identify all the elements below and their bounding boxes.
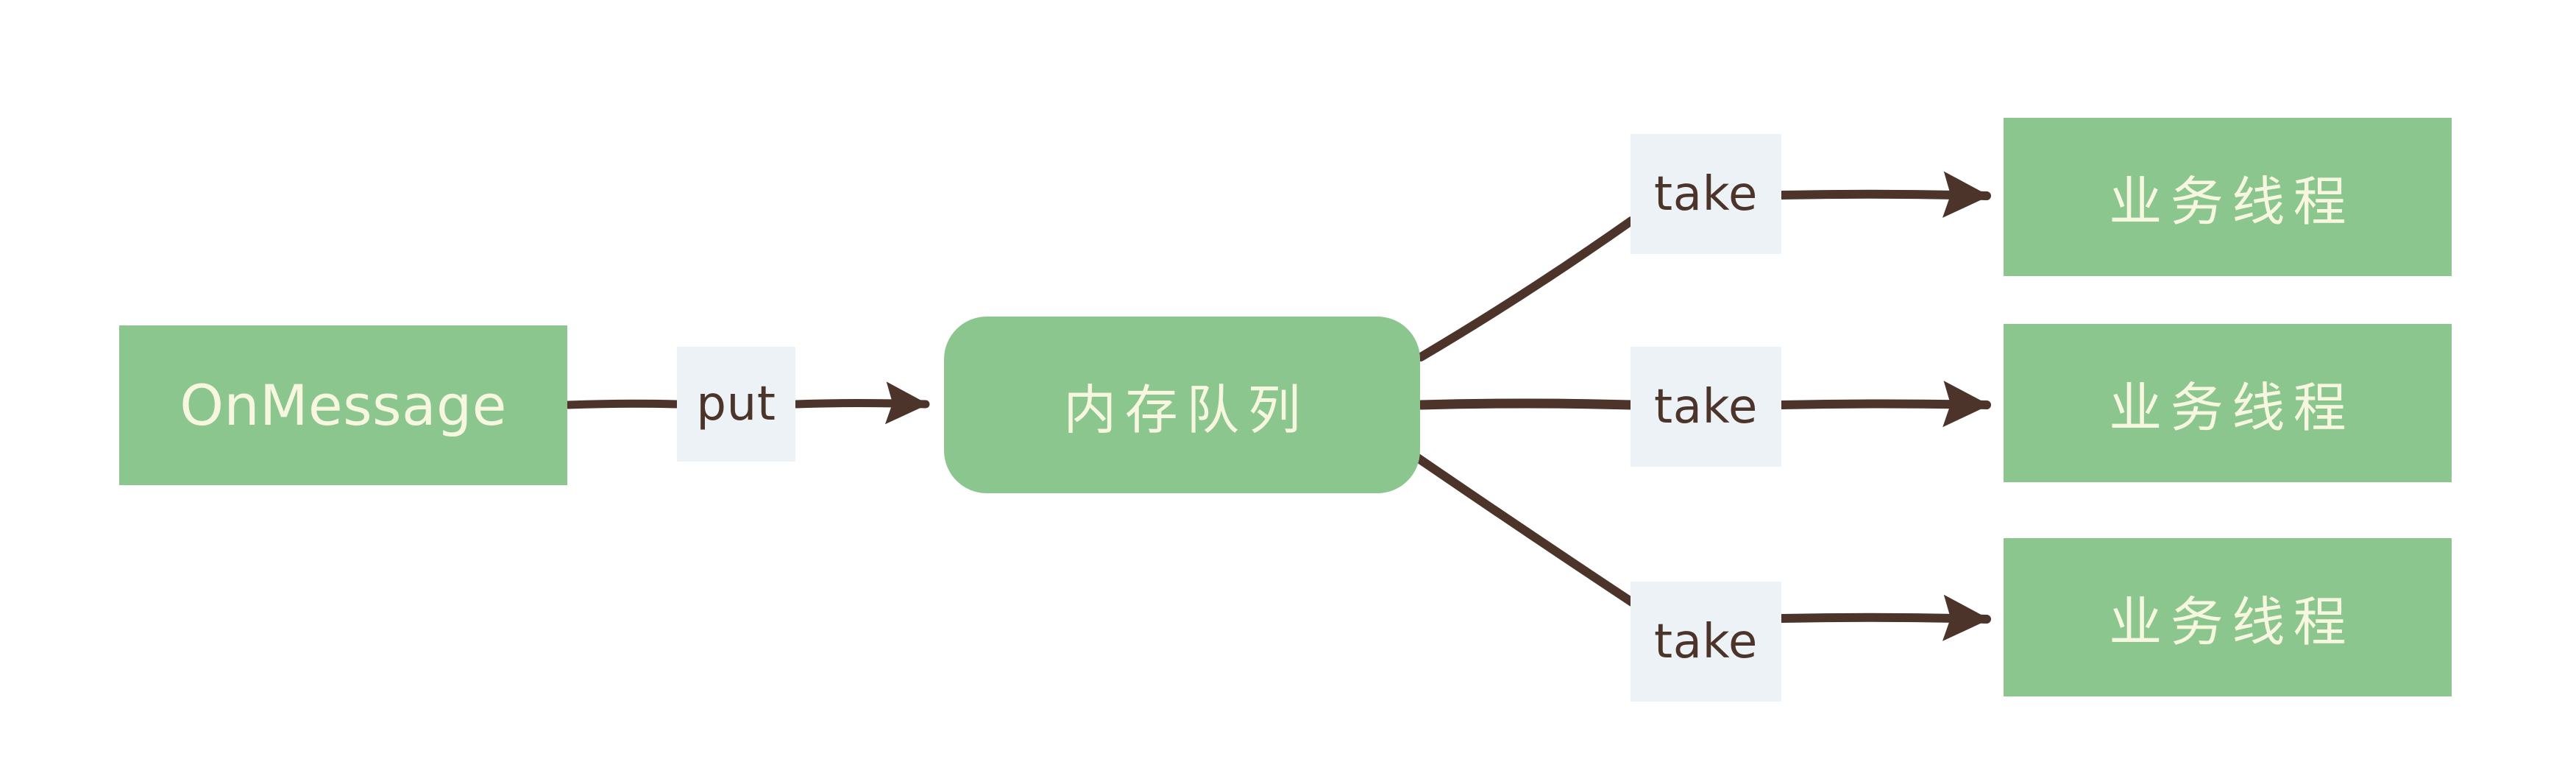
edge-take-3-to-worker-3 <box>1778 594 1991 641</box>
edge-put-to-queue <box>792 381 930 425</box>
edge-queue-to-take-2 <box>1416 398 1636 410</box>
edge-take-2-to-worker-2 <box>1778 381 1991 428</box>
node-business-thread-3[interactable]: 业务线程 <box>2004 538 2452 696</box>
edge-label-take-2[interactable]: take <box>1631 347 1781 467</box>
node-onmessage[interactable]: OnMessage <box>119 325 567 485</box>
node-business-thread-1[interactable]: 业务线程 <box>2004 118 2452 276</box>
node-business-thread-2[interactable]: 业务线程 <box>2004 324 2452 482</box>
edge-onmessage-to-put <box>564 399 681 409</box>
edge-label-take-1[interactable]: take <box>1631 134 1781 254</box>
edge-queue-to-take-1 <box>1416 216 1636 361</box>
node-memory-queue[interactable]: 内存队列 <box>944 317 1420 493</box>
edge-label-put[interactable]: put <box>677 347 795 462</box>
edge-queue-to-take-3 <box>1409 451 1636 607</box>
edge-take-1-to-worker-1 <box>1778 171 1991 218</box>
edge-label-take-3[interactable]: take <box>1631 582 1781 702</box>
